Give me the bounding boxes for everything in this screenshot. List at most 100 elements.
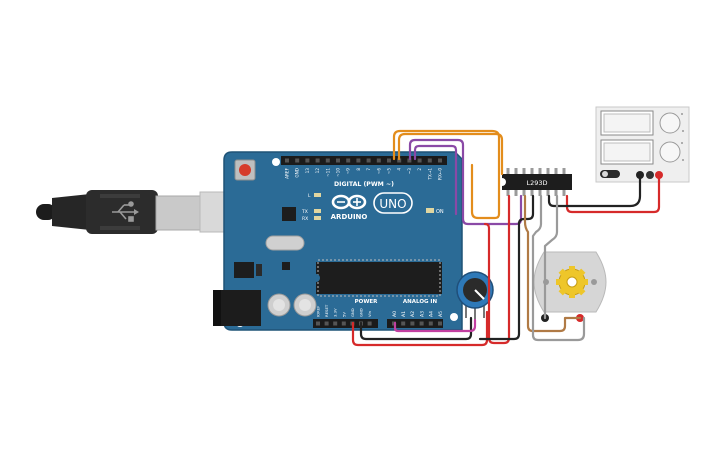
driver-pin[interactable] bbox=[506, 189, 510, 196]
led-rx-label: RX bbox=[302, 216, 308, 222]
wire-orange-2[interactable] bbox=[392, 129, 501, 220]
header-hole[interactable] bbox=[397, 158, 402, 163]
driver-pin[interactable] bbox=[538, 189, 542, 196]
digital-pin-label: AREF bbox=[285, 167, 290, 178]
l293d-label: L293D bbox=[526, 179, 547, 187]
driver-pin[interactable] bbox=[546, 168, 550, 175]
header-hole[interactable] bbox=[315, 158, 320, 163]
header-hole[interactable] bbox=[324, 321, 329, 326]
header-hole[interactable] bbox=[387, 158, 391, 163]
digital-pin-label: ~3 bbox=[407, 168, 412, 175]
driver-pin[interactable] bbox=[562, 168, 566, 175]
header-hole[interactable] bbox=[376, 158, 381, 163]
driver-pin[interactable] bbox=[522, 189, 526, 196]
digital-pin-label: ~10 bbox=[336, 168, 341, 177]
header-hole[interactable] bbox=[367, 321, 372, 326]
header-hole[interactable] bbox=[401, 321, 406, 326]
driver-pin[interactable] bbox=[514, 189, 518, 196]
wire-gray-motor[interactable] bbox=[531, 194, 586, 342]
digital-pin-label: ~9 bbox=[346, 168, 351, 175]
header-hole[interactable] bbox=[438, 158, 442, 163]
digital-pin-label: TX→1 bbox=[427, 168, 432, 181]
wire-purple-2[interactable] bbox=[413, 144, 458, 216]
infinity-logo-icon bbox=[331, 194, 367, 210]
header-hole[interactable] bbox=[428, 321, 433, 326]
header-hole[interactable] bbox=[427, 158, 432, 163]
header-hole[interactable] bbox=[295, 158, 300, 163]
header-hole[interactable] bbox=[438, 321, 442, 326]
driver-pin[interactable] bbox=[514, 168, 518, 175]
header-hole[interactable] bbox=[305, 158, 310, 163]
wire-orange[interactable] bbox=[397, 132, 504, 176]
potentiometer[interactable] bbox=[456, 271, 494, 320]
wires bbox=[351, 129, 661, 347]
wire-tan-motor[interactable] bbox=[523, 194, 582, 333]
header-hole[interactable] bbox=[366, 158, 371, 163]
driver-pin[interactable] bbox=[554, 168, 558, 175]
header-hole[interactable] bbox=[419, 321, 424, 326]
analog-pin-label: A5 bbox=[438, 311, 444, 317]
header-hole[interactable] bbox=[407, 158, 412, 163]
header-hole[interactable] bbox=[336, 158, 340, 163]
analog-in-label: ANALOG IN bbox=[403, 299, 438, 305]
header-hole[interactable] bbox=[341, 321, 346, 326]
driver-pin[interactable] bbox=[546, 189, 550, 196]
wire-red-power[interactable] bbox=[565, 174, 661, 214]
wire-black-gnd[interactable] bbox=[359, 316, 473, 341]
led-tx bbox=[314, 209, 321, 213]
driver-pin[interactable] bbox=[506, 168, 510, 175]
power-pin-label: RESET bbox=[324, 304, 329, 317]
capacitor bbox=[267, 293, 291, 317]
dc-power-supply[interactable] bbox=[595, 106, 690, 183]
driver-pin[interactable] bbox=[530, 168, 534, 175]
led-on bbox=[426, 208, 434, 213]
driver-pin[interactable] bbox=[538, 168, 542, 175]
uno-model: UNO bbox=[379, 197, 406, 211]
wire-black-driver[interactable] bbox=[478, 194, 535, 341]
header-hole[interactable] bbox=[410, 321, 415, 326]
driver-pin[interactable] bbox=[554, 189, 558, 196]
wire-magenta-a0[interactable] bbox=[393, 318, 477, 333]
voltage-knob[interactable] bbox=[659, 112, 681, 134]
digital-pin-label: RX←0 bbox=[438, 168, 443, 180]
digital-pin-label: 13 bbox=[305, 168, 310, 174]
header-hole[interactable] bbox=[346, 158, 351, 163]
header-hole[interactable] bbox=[333, 321, 338, 326]
current-knob[interactable] bbox=[659, 141, 681, 163]
header-hole[interactable] bbox=[356, 158, 361, 163]
power-label: POWER bbox=[355, 299, 379, 305]
header-hole[interactable] bbox=[417, 158, 422, 163]
wire-red-5v[interactable] bbox=[351, 310, 489, 347]
mount-hole bbox=[450, 313, 458, 321]
driver-pin[interactable] bbox=[522, 168, 526, 175]
capacitor bbox=[293, 293, 317, 317]
voltage-regulator bbox=[234, 262, 254, 278]
digital-pin-label: ~5 bbox=[387, 168, 392, 175]
driver-pins bbox=[506, 168, 566, 196]
driver-pin[interactable] bbox=[530, 189, 534, 196]
crystal-oscillator bbox=[265, 235, 305, 251]
header-hole[interactable] bbox=[285, 158, 289, 163]
usb-cable-boot bbox=[52, 194, 90, 230]
supply-terminal-ground[interactable] bbox=[646, 171, 654, 179]
gear-icon bbox=[556, 266, 588, 298]
l293d-motor-driver[interactable]: L293D bbox=[502, 168, 572, 196]
power-pin-label: GND bbox=[350, 308, 355, 317]
led-tx-label: TX bbox=[301, 209, 308, 215]
analog-pin-label: A2 bbox=[410, 311, 416, 317]
usb-cable-strain-relief bbox=[36, 204, 56, 220]
header-hole[interactable] bbox=[325, 158, 330, 163]
power-pin-label: GND bbox=[359, 308, 364, 317]
wire-red-supply[interactable] bbox=[483, 194, 511, 345]
digital-pin-label: ~11 bbox=[325, 168, 330, 177]
uno-badge bbox=[373, 192, 413, 214]
wire-black-supply[interactable] bbox=[547, 174, 642, 208]
wire-gray-motor-2[interactable] bbox=[543, 194, 559, 320]
dc-motor[interactable] bbox=[533, 251, 607, 322]
driver-pin[interactable] bbox=[562, 189, 566, 196]
analog-pin-label: A0 bbox=[392, 311, 398, 317]
header-hole[interactable] bbox=[316, 321, 320, 326]
